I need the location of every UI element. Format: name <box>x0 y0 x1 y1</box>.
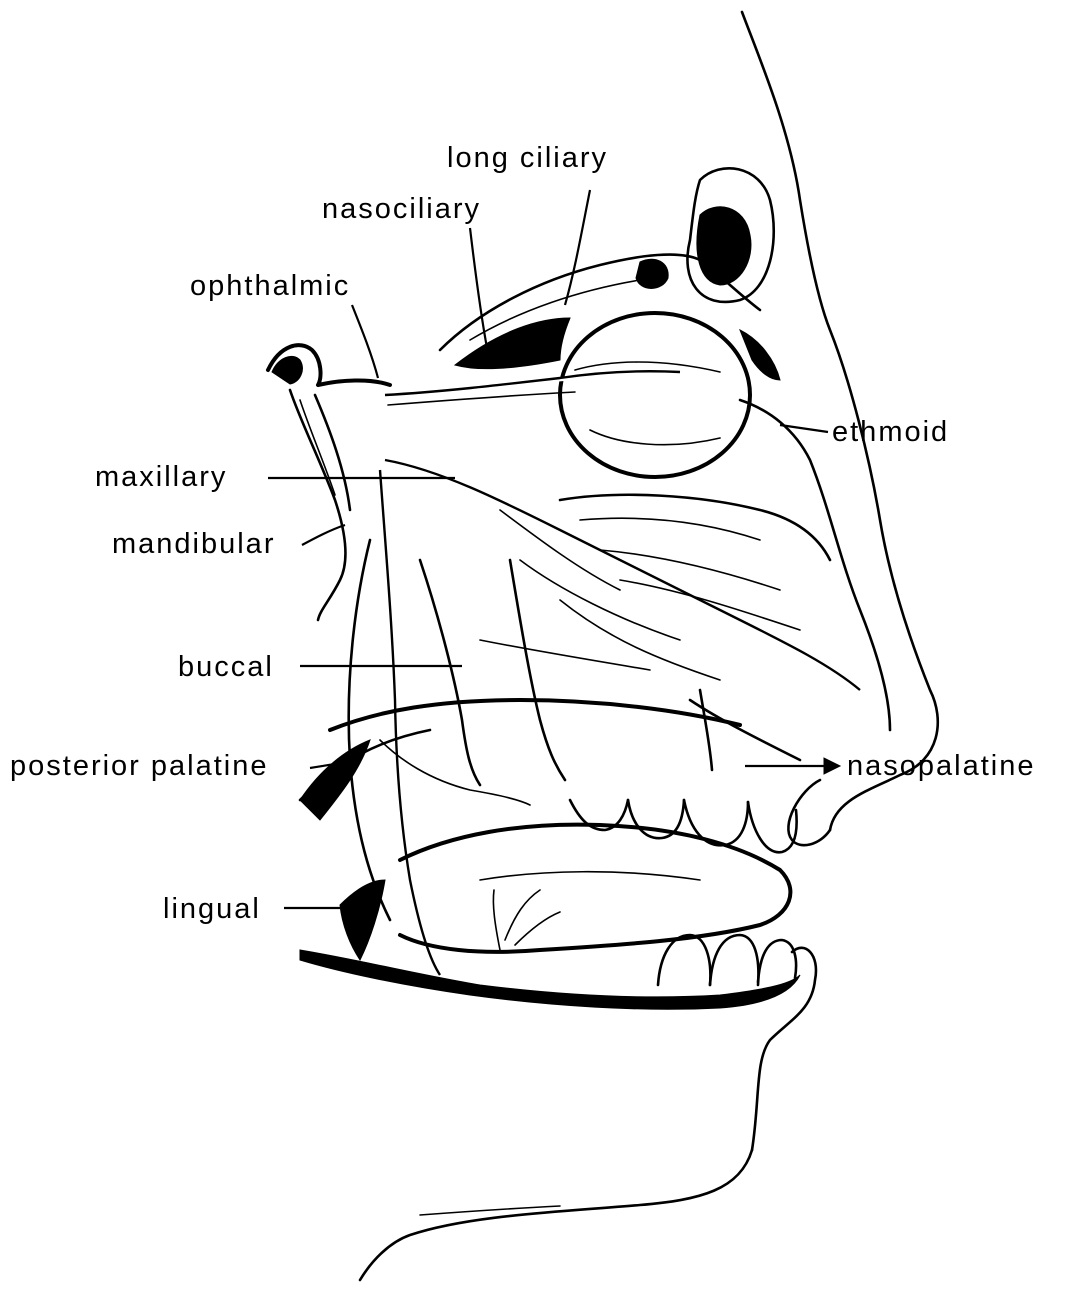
palate <box>300 700 740 820</box>
arrowhead-nasopalatine <box>824 758 840 774</box>
label-ophthalmic: ophthalmic <box>190 270 350 302</box>
label-long-ciliary: long ciliary <box>447 142 608 174</box>
mandible-floor <box>300 880 800 1009</box>
leader-long-ciliary <box>565 190 590 305</box>
label-lingual: lingual <box>163 893 261 925</box>
leader-ophthalmic <box>352 305 378 378</box>
leader-mandibular <box>302 525 345 545</box>
label-posterior-palatine: posterior palatine <box>10 750 268 782</box>
label-ethmoid: ethmoid <box>832 416 949 448</box>
label-nasopalatine: nasopalatine <box>847 750 1035 782</box>
label-mandibular: mandibular <box>112 528 275 560</box>
trigeminal-ganglion <box>268 345 390 620</box>
leader-nasociliary <box>470 228 487 348</box>
label-nasociliary: nasociliary <box>322 193 481 225</box>
nerve-branches <box>349 371 890 975</box>
label-maxillary: maxillary <box>95 461 227 493</box>
lower-teeth <box>658 935 796 985</box>
label-buccal: buccal <box>178 651 274 683</box>
eyeball <box>560 313 750 477</box>
